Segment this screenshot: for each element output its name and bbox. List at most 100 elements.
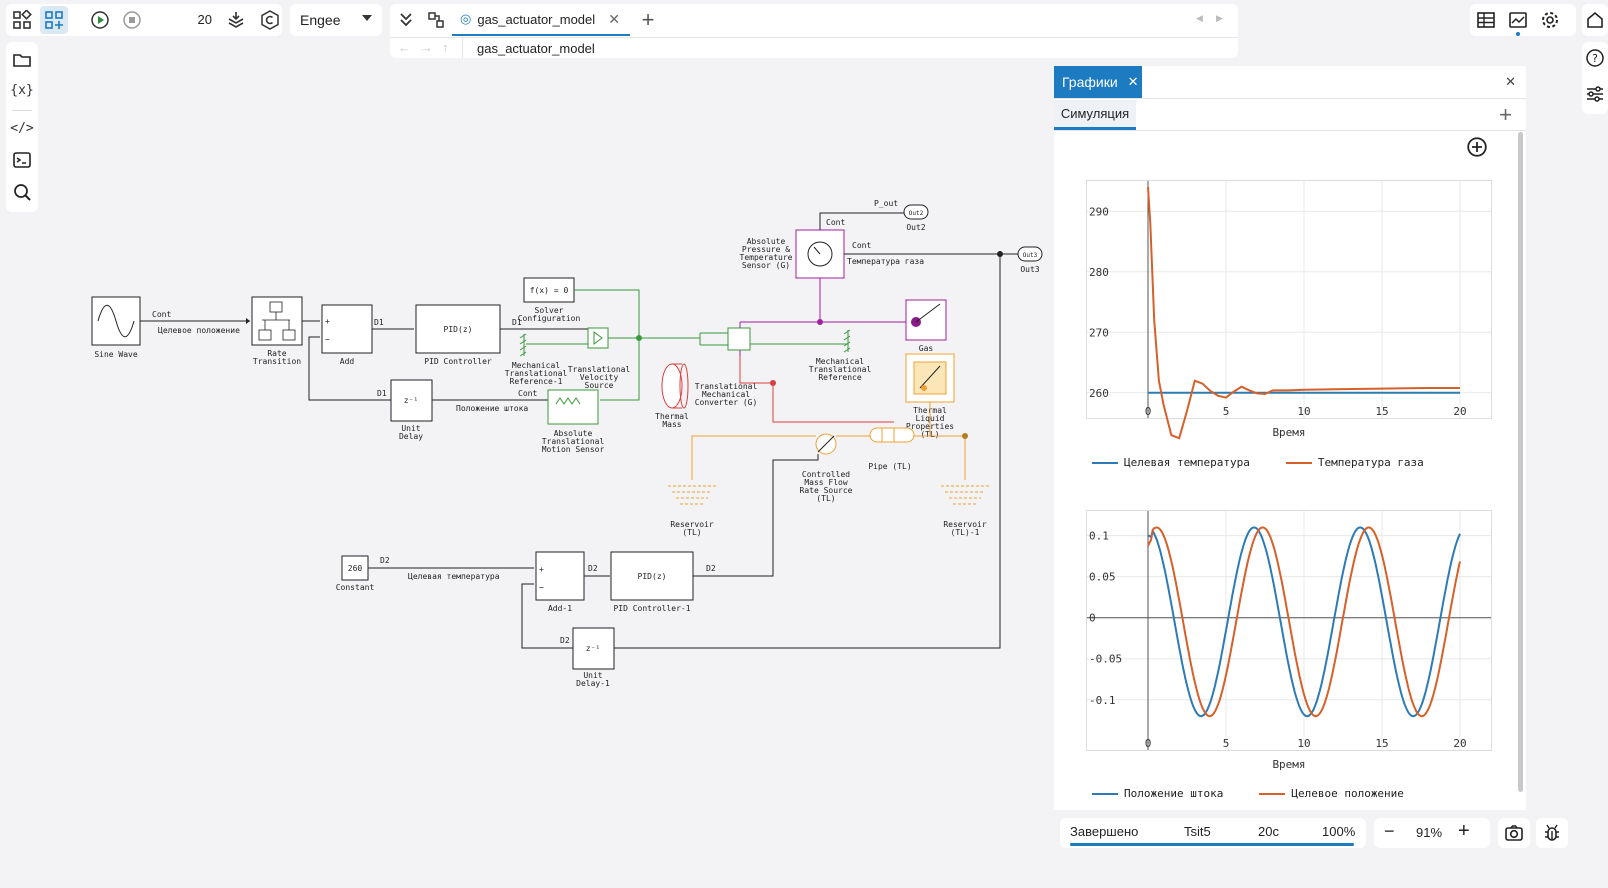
sim-time-input[interactable]: 20 bbox=[197, 12, 212, 27]
port-out3[interactable]: Out3 Out3 bbox=[1017, 246, 1043, 274]
plots-tab[interactable]: Графики ✕ bbox=[1054, 66, 1142, 98]
tab-scroll-left-icon[interactable]: ◀ bbox=[1196, 13, 1203, 23]
port-out3-text: Out3 bbox=[1023, 252, 1038, 259]
caret-down-icon bbox=[362, 15, 372, 21]
plots-icon[interactable] bbox=[1504, 6, 1532, 36]
block-label: Add-1 bbox=[548, 604, 572, 613]
tab-gas-actuator-model[interactable]: ◎ gas_actuator_model ✕ bbox=[452, 4, 630, 36]
nav-back-icon[interactable]: ← bbox=[398, 40, 411, 55]
add-plot-icon[interactable] bbox=[1466, 136, 1488, 163]
bug-icon[interactable] bbox=[1538, 819, 1566, 847]
layers-icon[interactable] bbox=[222, 6, 250, 34]
block-label: Sensor (G) bbox=[742, 261, 790, 270]
block-label: Controlled bbox=[802, 470, 850, 479]
status-time: 20с bbox=[1258, 824, 1279, 839]
add-subtab-icon[interactable]: + bbox=[1499, 102, 1512, 127]
tab-scroll-right-icon[interactable]: ▶ bbox=[1216, 13, 1223, 23]
x-tick-label: 15 bbox=[1375, 737, 1388, 750]
block-label: Pressure & bbox=[742, 245, 790, 254]
panel-divider bbox=[1054, 98, 1526, 99]
nav-forward-icon[interactable]: → bbox=[420, 40, 433, 55]
block-mech-ref-1[interactable]: Mechanical Translational Reference-1 bbox=[505, 333, 568, 386]
block-translational-velocity-source[interactable]: Translational Velocity Source bbox=[568, 327, 631, 390]
legend-item-gas-temp[interactable]: Температура газа bbox=[1285, 456, 1424, 469]
signal-d2-4: D2 bbox=[560, 636, 570, 645]
code-icon[interactable]: </> bbox=[10, 120, 34, 136]
x-axis-label: Время bbox=[1272, 758, 1305, 771]
block-rate-transition[interactable]: Rate Transition bbox=[251, 296, 303, 366]
block-apt-sensor[interactable]: Absolute Pressure & Temperature Sensor (… bbox=[740, 229, 845, 279]
block-controlled-mass-flow[interactable]: Controlled Mass Flow Rate Source (TL) bbox=[800, 433, 853, 503]
signal-cont-1: Cont bbox=[152, 310, 171, 319]
block-pid-controller-1[interactable]: PID(z) PID Controller-1 bbox=[610, 551, 694, 613]
status-bar: Завершено Tsit5 20с 100% bbox=[1060, 818, 1366, 848]
block-label: Thermal bbox=[655, 412, 689, 421]
solver-select[interactable]: Engee bbox=[290, 4, 382, 36]
block-unit-delay[interactable]: z⁻¹ Unit Delay bbox=[390, 379, 433, 441]
compile-icon[interactable] bbox=[256, 6, 284, 34]
signal-cont-3: Cont bbox=[826, 218, 845, 227]
block-reservoir[interactable]: Reservoir (TL) bbox=[668, 485, 716, 537]
block-translational-mechanical-converter[interactable]: Translational Mechanical Converter (G) bbox=[695, 322, 758, 407]
zoom-out-icon[interactable]: − bbox=[1384, 821, 1395, 841]
apps-icon[interactable] bbox=[8, 6, 36, 34]
block-label: Sine Wave bbox=[94, 350, 138, 359]
block-add-1[interactable]: +− Add-1 bbox=[535, 551, 585, 613]
zoom-in-icon[interactable]: + bbox=[1458, 820, 1470, 842]
close-plots-tab-icon[interactable]: ✕ bbox=[1127, 74, 1139, 89]
block-label: Reference-1 bbox=[510, 377, 563, 386]
model-canvas[interactable]: Sine Wave Cont Целевое положение Rate Tr… bbox=[0, 60, 1050, 760]
block-mech-ref[interactable]: Mechanical Translational Reference bbox=[809, 329, 872, 382]
close-tab-icon[interactable]: ✕ bbox=[608, 10, 620, 27]
block-reservoir-1[interactable]: Reservoir (TL)-1 bbox=[941, 485, 989, 537]
play-icon[interactable] bbox=[86, 6, 114, 34]
y-tick-label: -0.05 bbox=[1089, 653, 1122, 666]
settings-sliders-icon[interactable] bbox=[1581, 80, 1608, 108]
block-label: Translational bbox=[809, 365, 872, 374]
zoom-level[interactable]: 91% bbox=[1416, 825, 1443, 840]
series-line-0 bbox=[1147, 526, 1461, 718]
legend-item-rod-pos[interactable]: Положение штока bbox=[1092, 787, 1223, 800]
block-thermal-mass[interactable]: Thermal Mass bbox=[655, 363, 689, 429]
solver-select-value: Engee bbox=[300, 12, 341, 28]
status-progress-label: 100% bbox=[1322, 824, 1356, 839]
port-out2[interactable]: Out2 Out2 bbox=[903, 204, 929, 232]
signal-d2: D2 bbox=[380, 556, 390, 565]
block-gas[interactable]: Gas bbox=[905, 299, 947, 353]
add-tab-icon[interactable]: + bbox=[641, 7, 655, 32]
close-panel-icon[interactable]: ✕ bbox=[1505, 74, 1516, 89]
block-unit-delay-1[interactable]: z⁻¹ Unit Delay-1 bbox=[572, 627, 615, 688]
table-icon[interactable] bbox=[1472, 6, 1500, 34]
block-label: Rate Source bbox=[800, 486, 853, 495]
legend-item-target-pos[interactable]: Целевое положение bbox=[1259, 787, 1404, 800]
gear-icon[interactable] bbox=[1536, 6, 1564, 34]
block-pid-controller[interactable]: PID(z) PID Controller bbox=[415, 304, 501, 366]
zoom-search-icon[interactable] bbox=[8, 178, 36, 206]
block-label: Translational bbox=[542, 437, 605, 446]
model-tree-icon[interactable] bbox=[422, 6, 450, 34]
help-icon[interactable]: ? bbox=[1581, 44, 1608, 72]
block-label: Configuration bbox=[518, 314, 581, 323]
block-solver-configuration[interactable]: f(x) = 0 Solver Configuration bbox=[518, 277, 581, 323]
subtab-simulation[interactable]: Симуляция bbox=[1054, 100, 1136, 130]
model-icon: ◎ bbox=[460, 11, 472, 26]
variables-icon[interactable]: {x} bbox=[10, 82, 34, 98]
camera-icon[interactable] bbox=[1500, 819, 1528, 847]
block-constant[interactable]: 260 Constant bbox=[336, 555, 375, 592]
block-add[interactable]: +− Add bbox=[321, 304, 373, 366]
stop-icon[interactable] bbox=[118, 6, 146, 34]
signal-cont-4: Cont bbox=[852, 241, 871, 250]
panel-scrollbar[interactable] bbox=[1518, 132, 1523, 792]
legend-item-target-temp[interactable]: Целевая температура bbox=[1092, 456, 1250, 469]
home-icon[interactable] bbox=[1581, 6, 1608, 34]
breadcrumb[interactable]: gas_actuator_model bbox=[477, 41, 595, 56]
block-pipe[interactable]: Pipe (TL) bbox=[868, 427, 915, 471]
folder-icon[interactable] bbox=[8, 46, 36, 74]
svg-text:−: − bbox=[325, 335, 330, 344]
block-absolute-motion-sensor[interactable]: Absolute Translational Motion Sensor bbox=[542, 389, 605, 454]
collapse-chevrons-icon[interactable] bbox=[392, 6, 420, 34]
add-block-icon[interactable] bbox=[40, 6, 68, 34]
nav-up-icon[interactable]: ↑ bbox=[442, 40, 449, 55]
terminal-icon[interactable] bbox=[8, 146, 36, 174]
block-sine-wave[interactable]: Sine Wave bbox=[91, 296, 141, 359]
